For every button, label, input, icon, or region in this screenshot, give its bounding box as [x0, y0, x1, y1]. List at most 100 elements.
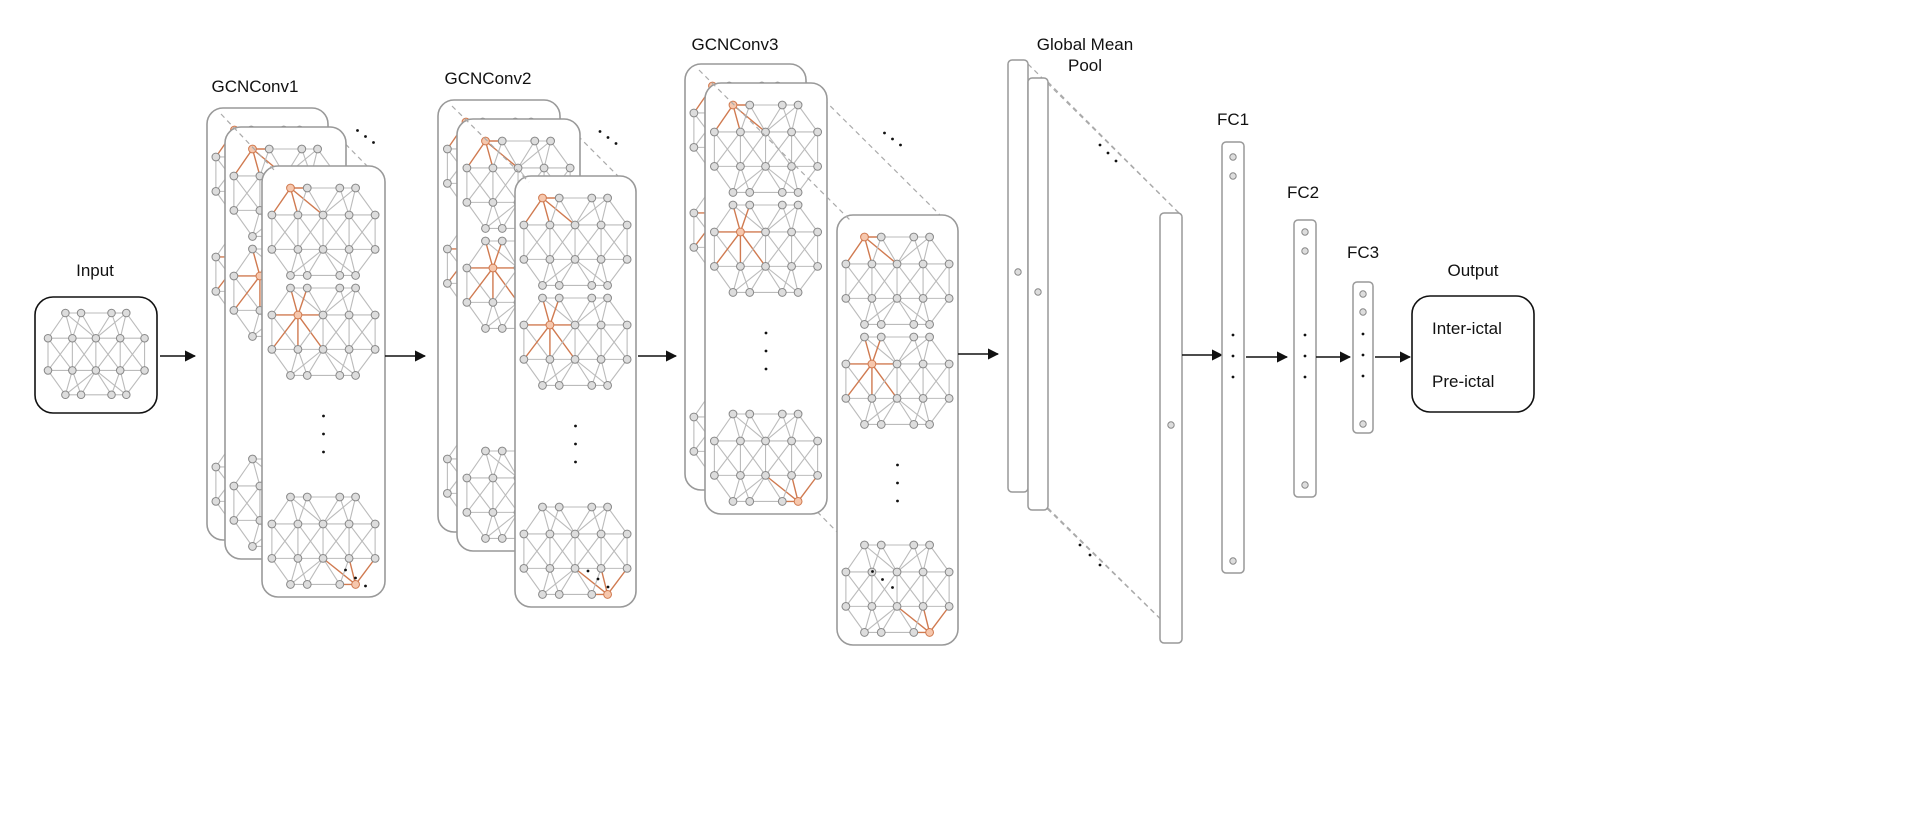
graph-edge: [271, 287, 291, 316]
graph-edge: [271, 558, 291, 585]
graph-node: [481, 446, 490, 456]
graph-edge: [896, 336, 915, 365]
graph-edge: [517, 140, 536, 169]
graph-node: [318, 310, 328, 320]
graph-edge: [549, 506, 560, 535]
graph-node: [777, 288, 787, 297]
graph: [709, 409, 823, 506]
graph-edge: [485, 511, 519, 539]
graph-edge: [765, 165, 799, 193]
graph-edge: [607, 197, 628, 226]
graph-edge: [322, 496, 356, 525]
graph-node: [286, 580, 295, 589]
graph-node: [761, 127, 770, 137]
graph-node: [335, 492, 345, 502]
graph-edge: [896, 336, 930, 365]
graph-node: [745, 288, 755, 297]
graph-edge: [864, 544, 898, 573]
graph-node: [229, 515, 239, 525]
graph-node: [918, 259, 928, 269]
graph-node: [745, 200, 755, 210]
graph-edge: [845, 606, 865, 633]
graph-edge: [523, 259, 543, 286]
graph-edge: [297, 314, 324, 350]
graph-node: [761, 261, 770, 271]
graph-edge: [541, 259, 551, 286]
graph-node: [335, 580, 345, 589]
graph-edge: [732, 474, 766, 502]
pooled-node: [1167, 421, 1175, 429]
graph-node: [622, 529, 632, 539]
graph-node: [344, 519, 354, 529]
graph-edge: [466, 167, 494, 203]
graph-edge: [542, 567, 576, 595]
graph-edge: [864, 397, 898, 425]
graph-node: [267, 310, 277, 320]
graph-node: [909, 232, 919, 242]
graph-node: [918, 293, 928, 303]
graph-edge: [233, 310, 253, 337]
graph-edge: [80, 312, 97, 339]
graph-edge: [485, 301, 519, 329]
graph-edge: [233, 175, 261, 211]
graph-edge: [492, 450, 503, 479]
graph-edge: [929, 298, 950, 325]
graph-edge: [913, 336, 924, 365]
graph-edge: [549, 259, 560, 286]
ellipsis-dot: [596, 577, 600, 581]
graph-edge: [791, 166, 799, 193]
graph-node: [587, 381, 597, 390]
ellipsis-dot: [1231, 354, 1235, 358]
graph-node: [115, 333, 125, 343]
graph-node: [860, 540, 869, 550]
highlighted-edge: [607, 567, 628, 595]
graph-edge: [271, 214, 299, 250]
graph-node: [909, 628, 919, 637]
fc2-bar: [1293, 219, 1317, 498]
graph-edge: [466, 202, 486, 229]
graph-node: [787, 227, 796, 237]
graph-node: [318, 519, 328, 529]
graph-edge: [765, 104, 799, 133]
graph-edge: [549, 359, 560, 386]
graph-edge: [781, 104, 793, 133]
highlighted-edge: [765, 474, 799, 502]
graph-node: [761, 227, 770, 237]
graph-edge: [466, 302, 486, 329]
graph-node: [497, 324, 507, 333]
ellipsis-dot: [1303, 333, 1307, 337]
ellipsis-dot: [364, 584, 367, 588]
graph-edge: [896, 544, 915, 573]
graph: [709, 200, 823, 297]
graph-node: [587, 293, 597, 303]
highlighted-edge: [523, 197, 544, 226]
graph-edge: [864, 605, 898, 633]
graph-node: [43, 366, 53, 375]
graph-edge: [306, 349, 324, 376]
graph-node: [302, 492, 312, 502]
graph-node: [841, 567, 851, 577]
graph-edge: [765, 440, 793, 476]
graph-edge: [732, 413, 766, 442]
graph-node: [892, 567, 902, 577]
graph-node: [211, 186, 221, 196]
graph-node: [318, 244, 328, 254]
graph-edge: [322, 187, 341, 216]
graph-node: [211, 252, 221, 262]
graph-node: [777, 188, 787, 197]
graph-node: [745, 188, 755, 197]
graph-node: [302, 183, 312, 193]
graph-edge: [574, 533, 602, 569]
graph-node: [909, 420, 919, 429]
graph-edge: [732, 475, 741, 502]
graph-node: [841, 259, 851, 269]
graph-edge: [607, 359, 628, 386]
graph-node: [538, 281, 547, 290]
graph-edge: [749, 166, 767, 193]
graph-edge: [64, 312, 73, 339]
graph-node: [91, 333, 101, 343]
graph-edge: [871, 606, 882, 633]
ellipsis-dot: [1303, 354, 1307, 358]
graph-edge: [65, 312, 97, 339]
ellipsis-dot: [1303, 375, 1307, 379]
